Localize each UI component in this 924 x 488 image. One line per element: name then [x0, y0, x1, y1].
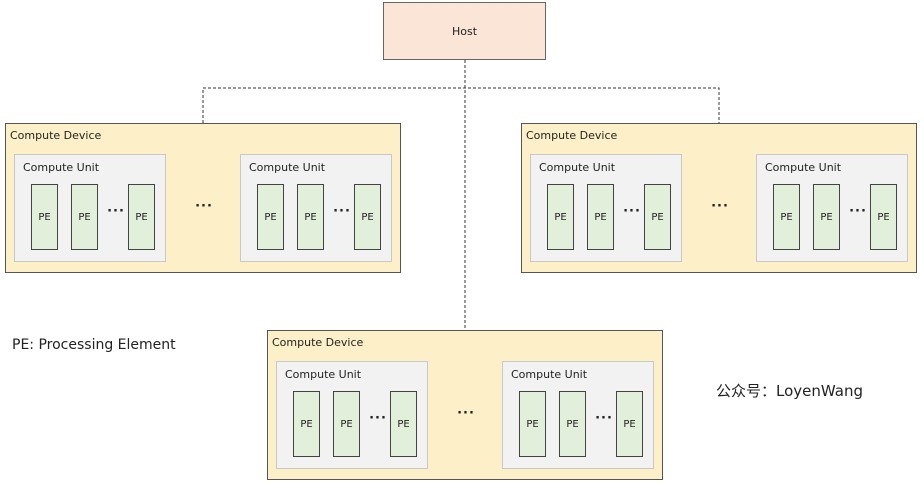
pe-ellipsis: ···	[849, 204, 867, 219]
unit-label: Compute Unit	[511, 368, 588, 381]
processing-element: PE	[297, 184, 324, 250]
compute-unit: Compute Unit PE PE ··· PE	[276, 361, 428, 469]
pe-ellipsis: ···	[623, 204, 641, 219]
processing-element: PE	[870, 184, 897, 250]
pe-ellipsis: ···	[595, 411, 613, 426]
compute-unit: Compute Unit PE PE ··· PE	[756, 154, 908, 262]
processing-element: PE	[354, 184, 381, 250]
unit-ellipsis: ···	[195, 199, 213, 214]
device-label: Compute Device	[10, 129, 102, 142]
host-box: Host	[383, 2, 546, 60]
processing-element: PE	[559, 391, 586, 457]
processing-element: PE	[813, 184, 840, 250]
host-label: Host	[451, 24, 478, 38]
compute-device-bottom: Compute Device Compute Unit PE PE ··· PE…	[267, 330, 663, 480]
processing-element: PE	[773, 184, 800, 250]
legend-text: PE: Processing Element	[12, 337, 176, 353]
unit-ellipsis: ···	[711, 199, 729, 214]
processing-element: PE	[257, 184, 284, 250]
unit-label: Compute Unit	[765, 161, 842, 174]
compute-unit: Compute Unit PE PE ··· PE	[502, 361, 654, 469]
unit-label: Compute Unit	[23, 161, 100, 174]
device-label: Compute Device	[272, 336, 364, 349]
watermark-text: 公众号：LoyenWang	[716, 382, 863, 400]
processing-element: PE	[390, 391, 417, 457]
unit-label: Compute Unit	[539, 161, 616, 174]
unit-ellipsis: ···	[457, 406, 475, 421]
compute-unit: Compute Unit PE PE ··· PE	[240, 154, 392, 262]
pe-ellipsis: ···	[107, 204, 125, 219]
processing-element: PE	[31, 184, 58, 250]
pe-ellipsis: ···	[369, 411, 387, 426]
unit-label: Compute Unit	[249, 161, 326, 174]
processing-element: PE	[644, 184, 671, 250]
unit-label: Compute Unit	[285, 368, 362, 381]
device-label: Compute Device	[526, 129, 618, 142]
processing-element: PE	[587, 184, 614, 250]
processing-element: PE	[71, 184, 98, 250]
pe-ellipsis: ···	[333, 204, 351, 219]
compute-device-top-left: Compute Device Compute Unit PE PE ··· PE…	[5, 123, 401, 273]
processing-element: PE	[333, 391, 360, 457]
compute-unit: Compute Unit PE PE ··· PE	[530, 154, 682, 262]
processing-element: PE	[293, 391, 320, 457]
compute-unit: Compute Unit PE PE ··· PE	[14, 154, 166, 262]
host-to-top-devices-line	[202, 87, 720, 123]
compute-device-top-right: Compute Device Compute Unit PE PE ··· PE…	[521, 123, 917, 273]
processing-element: PE	[547, 184, 574, 250]
processing-element: PE	[519, 391, 546, 457]
processing-element: PE	[616, 391, 643, 457]
processing-element: PE	[128, 184, 155, 250]
